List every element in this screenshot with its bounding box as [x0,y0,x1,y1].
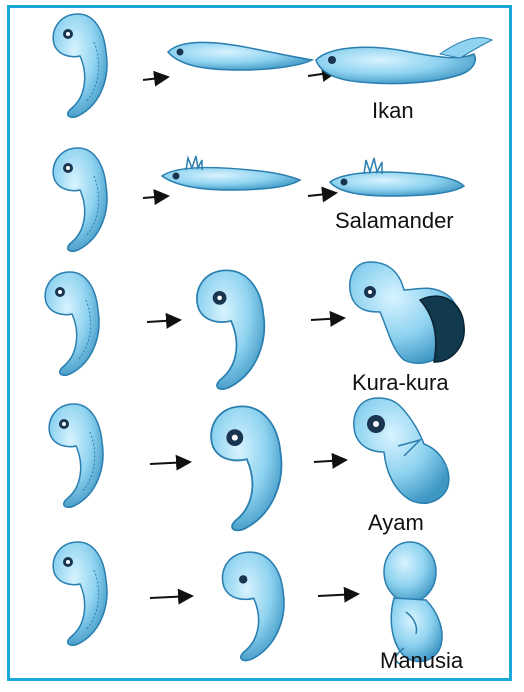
label-ayam: Ayam [368,510,424,536]
label-ikan: Ikan [372,98,414,124]
mid-embryo-human [222,552,284,660]
early-embryo-turtle [45,272,99,375]
arrow [150,462,190,464]
mid-embryo-turtle [197,270,264,389]
late-embryo-chicken [354,398,449,503]
early-embryo-salamander [53,148,107,251]
early-embryo-chicken [49,404,103,507]
arrow [147,320,180,322]
early-embryo-human [53,542,107,645]
arrow [143,77,168,80]
late-embryo-human [384,542,442,664]
label-manusia: Manusia [380,648,463,674]
early-embryo-fish [53,14,107,117]
late-embryo-fish [316,38,492,84]
label-salamander: Salamander [335,208,454,234]
mid-embryo-chicken [211,406,281,530]
late-embryo-salamander [330,158,464,196]
row-ikan [53,14,492,117]
arrow [314,460,346,462]
arrow [318,594,358,596]
arrow [143,196,168,198]
row-manusia [53,542,442,664]
arrow [308,193,336,196]
mid-embryo-salamander [162,156,300,190]
arrow [311,318,344,320]
label-kura-kura: Kura-kura [352,370,449,396]
row-salamander [53,148,464,251]
late-embryo-turtle [350,262,464,363]
mid-embryo-fish [168,42,312,70]
arrow [150,596,192,598]
